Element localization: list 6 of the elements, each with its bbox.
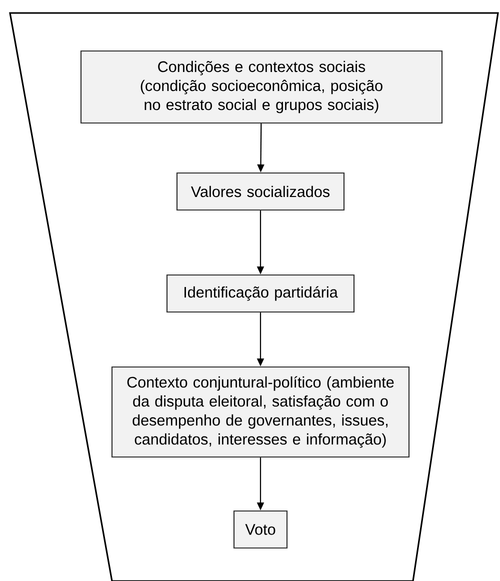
funnel-shape xyxy=(9,12,499,581)
process-box: Condições e contextos sociais (condição socioeconômica, posição no estrato social e grupos sociais) xyxy=(80,50,443,124)
process-box: Voto xyxy=(233,510,288,549)
process-box: Identificação partidária xyxy=(166,274,355,313)
process-box: Contexto conjuntural-político (ambiente da disputa eleitoral, satisfação com o desempenho de governantes, issues, candidatos, interesses e informação) xyxy=(111,366,410,458)
process-box: Valores socializados xyxy=(176,172,345,211)
